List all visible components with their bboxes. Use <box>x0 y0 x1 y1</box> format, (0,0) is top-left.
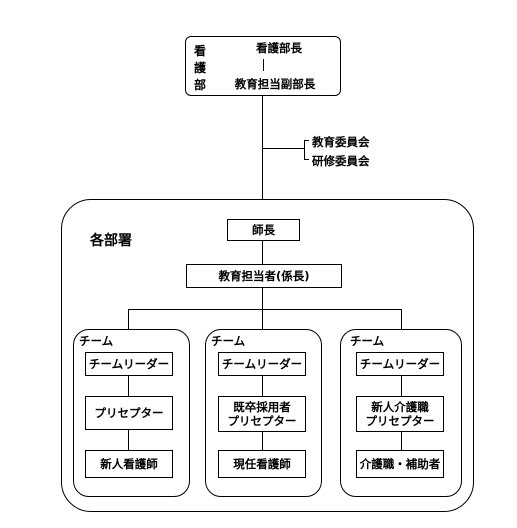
head-nurse-box: 師長 <box>227 219 300 241</box>
nursing-department-box: 看 護 部 看護部長 教育担当副部長 <box>185 36 341 96</box>
team-3-bottom-box: 介護職・補助者 <box>356 450 444 478</box>
trunk-line <box>262 96 264 200</box>
committee-branch-line <box>263 148 305 150</box>
team-3-panel <box>340 329 462 497</box>
team-2-leader-box: チームリーダー <box>218 352 306 376</box>
chief-connector <box>262 241 264 264</box>
team-2-middle-line-1: 既卒採用者 <box>233 399 291 414</box>
team-1-label: チーム <box>79 334 114 348</box>
team-3-leader-box: チームリーダー <box>356 352 444 376</box>
team-3-label: チーム <box>350 334 385 348</box>
team-2-middle-line-2: プリセプター <box>227 414 297 428</box>
nursing-director: 看護部長 <box>256 41 302 55</box>
departments-panel <box>61 199 474 512</box>
team-3-drop <box>401 309 403 329</box>
committee-bracket-bottom <box>304 159 309 161</box>
dept-char-3: 部 <box>194 78 207 92</box>
team-1-panel <box>73 329 190 497</box>
committee-education: 教育委員会 <box>312 135 370 149</box>
dept-char-2: 護 <box>194 61 207 75</box>
education-deputy-director: 教育担当副部長 <box>234 77 316 91</box>
committee-bracket-top <box>304 140 309 142</box>
committee-bracket-vertical <box>304 140 306 160</box>
officer-connector <box>262 288 264 309</box>
team-1-drop <box>128 309 130 329</box>
director-deputy-connector <box>263 59 264 71</box>
team-1-preceptor-box: プリセプター <box>85 396 173 430</box>
team-1-leader-box: チームリーダー <box>85 352 173 376</box>
dept-char-1: 看 <box>194 44 207 58</box>
team-distribution-line <box>128 309 402 311</box>
team-2-label: チーム <box>211 334 246 348</box>
team-3-preceptor-box: 新人介護職 プリセプター <box>356 396 444 432</box>
team-2-drop <box>262 309 264 329</box>
education-officer-box: 教育担当者(係長) <box>186 264 342 288</box>
departments-title: 各部署 <box>90 233 132 249</box>
team-1-bottom-box: 新人看護師 <box>85 450 173 478</box>
team-1-middle-line-1: プリセプター <box>94 405 164 420</box>
team-3-middle-line-1: 新人介護職 <box>371 399 429 414</box>
dept-vertical-label: 看 護 部 <box>194 43 206 94</box>
team-2-bottom-box: 現任看護師 <box>218 450 306 478</box>
team-2-panel <box>205 329 322 497</box>
team-3-middle-line-2: プリセプター <box>365 414 435 428</box>
committee-training: 研修委員会 <box>312 154 370 168</box>
team-2-preceptor-box: 既卒採用者 プリセプター <box>218 396 306 432</box>
